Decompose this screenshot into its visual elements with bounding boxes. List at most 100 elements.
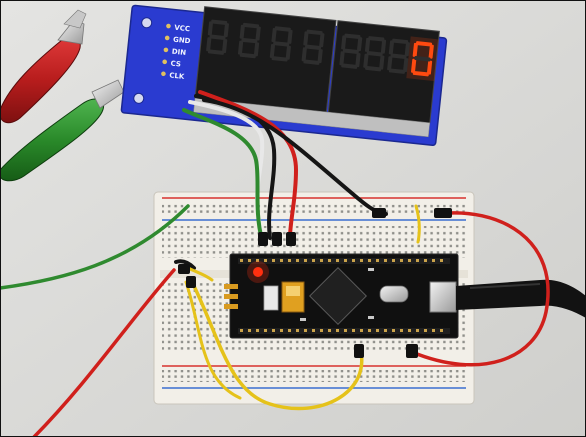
header-pin: [320, 329, 323, 332]
header-pin: [432, 329, 435, 332]
header-pin: [400, 259, 403, 262]
segment: [207, 21, 214, 36]
header-pin: [368, 329, 371, 332]
header-pin: [296, 259, 299, 262]
header-pin: [248, 259, 251, 262]
header-pin: [272, 329, 275, 332]
header-pin: [432, 259, 435, 262]
pin-labels: VCC GND DIN CS CLK: [169, 24, 191, 81]
alligator-clip-red: [0, 9, 87, 124]
segment: [403, 57, 409, 73]
segment: [412, 70, 429, 77]
segment: [222, 38, 228, 54]
segment: [404, 42, 410, 57]
segment: [339, 51, 345, 66]
header-pin: [344, 259, 347, 262]
segment: [365, 65, 382, 72]
pin-pads: [161, 23, 171, 77]
header-pin: [296, 329, 299, 332]
segment: [342, 48, 359, 54]
digit-1: [206, 19, 229, 55]
header-pin: [272, 259, 275, 262]
svg-text:CS: CS: [170, 59, 181, 68]
header-pin: [416, 259, 419, 262]
header-pin: [440, 329, 443, 332]
header-pin: [408, 259, 411, 262]
header-pin: [424, 259, 427, 262]
segment: [388, 40, 395, 55]
segment: [287, 29, 293, 44]
segment: [274, 26, 291, 32]
header-pin: [312, 329, 315, 332]
svg-text:CLK: CLK: [169, 71, 185, 81]
side-header-pins: [224, 284, 238, 309]
usb-port: [429, 281, 457, 313]
header-pin: [368, 259, 371, 262]
header-pin: [304, 259, 307, 262]
segment: [426, 60, 433, 75]
mcu-chip: [309, 267, 367, 325]
segment: [223, 23, 229, 38]
power-led: [253, 267, 263, 277]
segment: [428, 44, 434, 59]
svg-text:GND: GND: [173, 36, 191, 46]
header-pin: [240, 259, 243, 262]
header-pin: [440, 259, 443, 262]
wire-red-1: [198, 90, 299, 240]
segment: [273, 41, 290, 47]
segment: [255, 26, 261, 41]
segment: [387, 56, 393, 71]
header-pin: [336, 259, 339, 262]
digit-4: [301, 29, 325, 65]
svg-text:DIN: DIN: [171, 48, 186, 57]
header-pin: [416, 329, 419, 332]
segment: [242, 22, 260, 29]
segment: [241, 37, 258, 44]
segment: [380, 39, 387, 54]
digit-5: [339, 33, 363, 69]
segment: [344, 33, 361, 40]
header-pin: [408, 329, 411, 332]
header-pin: [392, 329, 395, 332]
wire-green-1: [182, 108, 264, 242]
header-pin: [304, 329, 307, 332]
header-pin: [384, 329, 387, 332]
segment: [368, 36, 385, 42]
segment: [271, 56, 288, 62]
segment: [412, 42, 418, 58]
segment: [341, 35, 347, 50]
usb-cable: [456, 279, 586, 318]
header-pin: [288, 329, 291, 332]
alligator-clip-green: [0, 79, 125, 182]
wire-yellow-2: [184, 280, 242, 400]
segment: [237, 40, 244, 55]
wire-yellow-3: [414, 204, 421, 244]
header-pin: [320, 259, 323, 262]
header-pin: [280, 259, 283, 262]
segment: [206, 37, 212, 52]
header-pin: [248, 329, 251, 332]
header-pin: [328, 329, 331, 332]
segment: [415, 41, 433, 47]
svg-text:VCC: VCC: [174, 24, 190, 34]
header-pin: [352, 329, 355, 332]
header-pin: [344, 329, 347, 332]
segment: [303, 31, 309, 46]
seven-segment-digits: [206, 19, 439, 82]
wire-yellow-1: [192, 284, 364, 411]
header-pin: [352, 259, 355, 262]
header-pin: [256, 329, 259, 332]
segment: [356, 37, 363, 52]
header-pin: [392, 259, 395, 262]
segment: [366, 51, 383, 57]
segment: [253, 42, 260, 57]
wire-red-right: [410, 211, 550, 367]
segment: [341, 63, 358, 69]
header-pin: [264, 259, 267, 262]
segment: [390, 53, 407, 59]
segment: [364, 37, 371, 53]
header-pin: [240, 329, 243, 332]
header-pin: [312, 259, 315, 262]
segment: [363, 53, 369, 68]
